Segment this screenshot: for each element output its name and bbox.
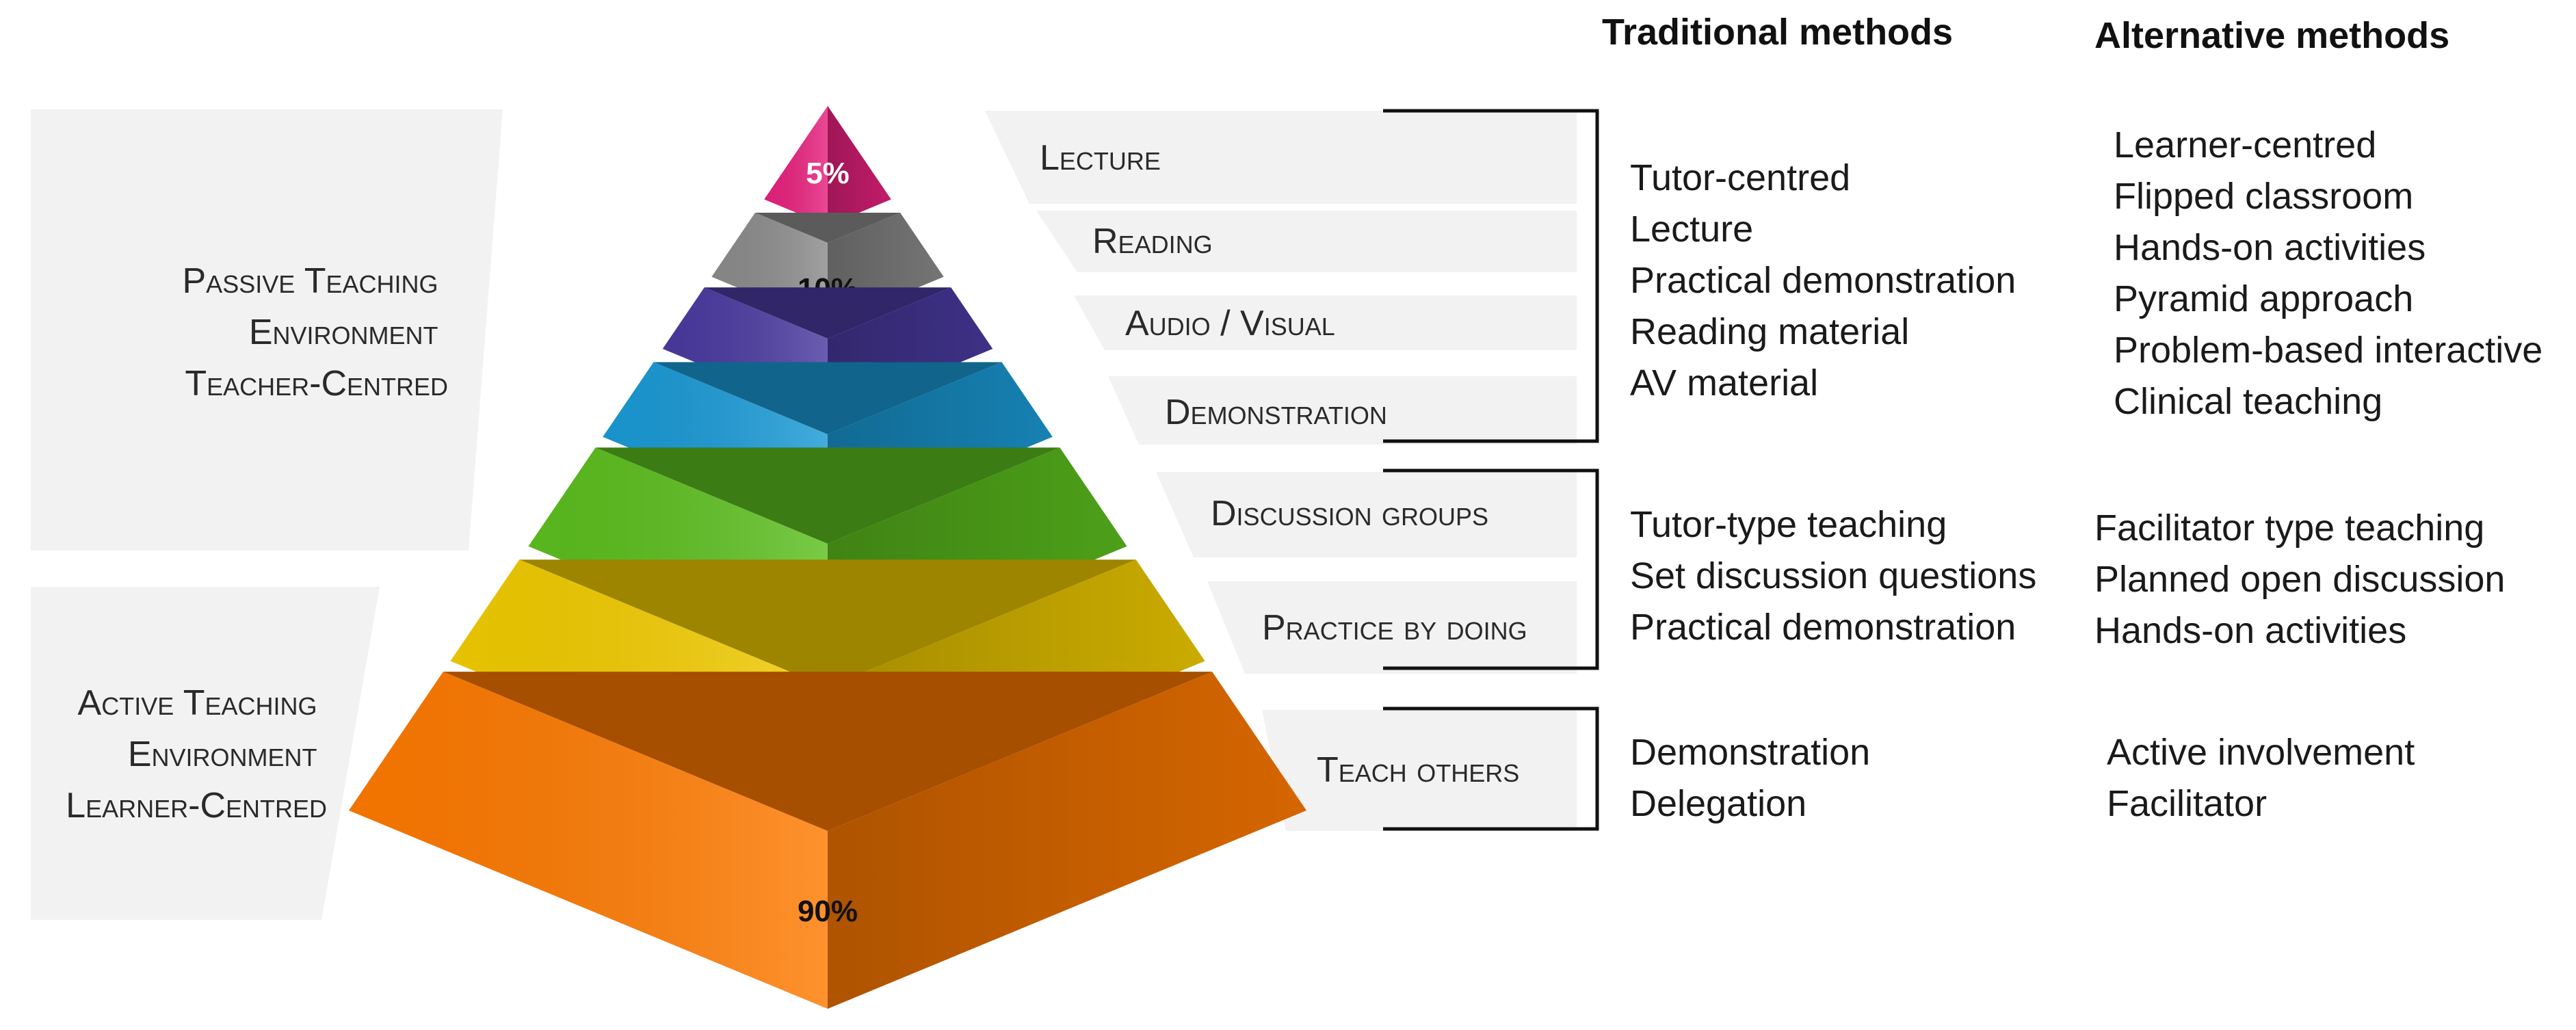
tier-90pct-percent: 90% xyxy=(798,895,858,928)
passive-environment-label: Passive Teaching Environment Teacher-Cen… xyxy=(183,261,449,404)
pyramid: 5%10%20%30%50%75%90% xyxy=(349,106,1306,1009)
tier-label-audio-visual: Audio / Visual xyxy=(1125,304,1335,343)
tier-5pct-percent: 5% xyxy=(806,157,850,190)
alternative-methods-group-1: Learner-centred Flipped classroom Hands-… xyxy=(2114,124,2553,422)
tier-5pct-left-highlight xyxy=(764,106,828,226)
tier-label-teach-others: Teach others xyxy=(1317,750,1519,790)
alternative-methods-group-2: Facilitator type teaching Planned open d… xyxy=(2094,507,2515,651)
tier-label-band-audio-visual xyxy=(1074,295,1577,350)
traditional-methods-group-3: Demonstration Delegation xyxy=(1630,732,1880,824)
tier-30pct-top xyxy=(653,362,1002,434)
tier-label-discussion-groups: Discussion groups xyxy=(1211,494,1488,533)
tier-label-band-lecture xyxy=(985,111,1577,204)
tier-90pct-left-highlight xyxy=(349,672,828,1009)
tier-label-band-discussion-groups xyxy=(1156,472,1577,557)
tier-label-lecture: Lecture xyxy=(1040,138,1161,178)
tier-75pct-top xyxy=(519,559,1136,687)
bracket-group-1 xyxy=(1383,109,1599,443)
active-environment-label: Active Teaching Environment Learner-Cent… xyxy=(66,683,327,826)
tier-label-practice-by-doing: Practice by doing xyxy=(1262,608,1527,648)
passive-environment-panel xyxy=(31,109,503,551)
tier-label-band-reading xyxy=(1036,211,1577,272)
tier-label-demonstration: Demonstration xyxy=(1165,393,1387,432)
traditional-methods-heading: Traditional methods xyxy=(1602,12,1953,53)
alternative-methods-heading: Alternative methods xyxy=(2094,15,2449,56)
tier-label-band-demonstration xyxy=(1108,376,1577,445)
alternative-methods-group-3: Active involvement Facilitator xyxy=(2107,732,2425,824)
tier-50pct-top xyxy=(595,447,1060,544)
active-environment-panel xyxy=(31,587,380,920)
tier-label-reading: Reading xyxy=(1092,222,1213,261)
tier-90pct-top xyxy=(443,672,1213,831)
bracket-group-2 xyxy=(1383,468,1599,670)
bracket-group-3 xyxy=(1383,707,1599,831)
tier-20pct-top xyxy=(704,287,951,339)
tier-10pct-top xyxy=(754,213,901,243)
tier-label-band-practice-by-doing xyxy=(1207,581,1577,674)
traditional-methods-group-2: Tutor-type teaching Set discussion quest… xyxy=(1630,504,2047,648)
traditional-methods-group-1: Tutor-centred Lecture Practical demonstr… xyxy=(1630,157,2026,404)
tier-5pct-right-shade xyxy=(828,106,891,226)
tier-label-band-teach-others xyxy=(1262,710,1577,831)
tier-90pct-right-shade xyxy=(828,672,1306,1009)
